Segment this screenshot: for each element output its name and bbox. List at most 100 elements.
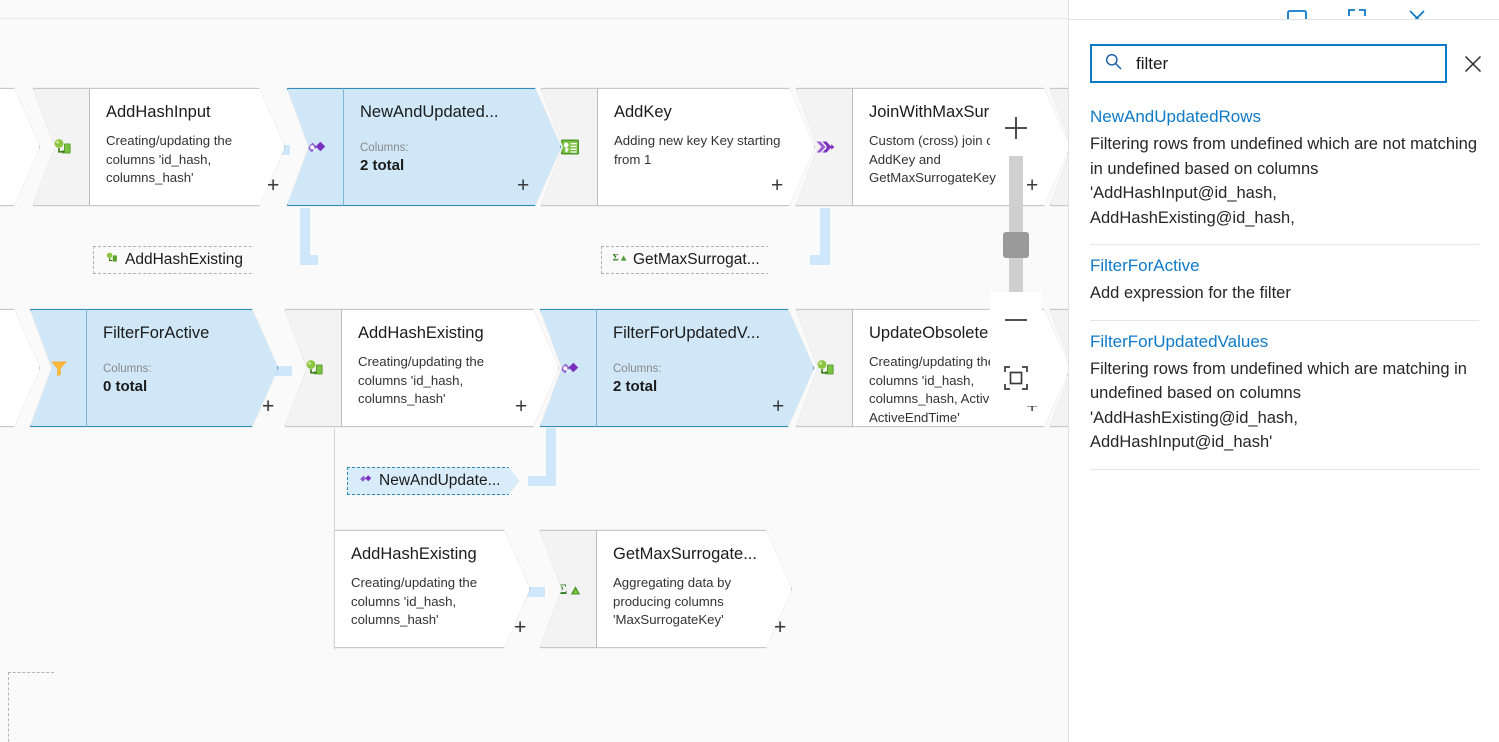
fit-to-screen-button[interactable]: [990, 350, 1042, 406]
node-description: Creating/updating the columns 'id_hash, …: [869, 354, 1001, 425]
close-window-icon[interactable]: [1406, 7, 1428, 19]
join-icon: [796, 88, 852, 206]
node-partial-left-row2[interactable]: [0, 309, 40, 427]
node-description: Creating/updating the columns 'id_hash, …: [358, 354, 485, 406]
node-body-cell: AddHashExisting Creating/updating the co…: [341, 309, 559, 427]
branch-guide-line: [334, 428, 335, 650]
close-search-button[interactable]: [1459, 50, 1487, 78]
search-row: [1069, 44, 1499, 83]
node-partial-right-row1[interactable]: [1050, 88, 1068, 206]
expand-icon[interactable]: [1346, 7, 1368, 19]
node-description: Creating/updating the columns 'id_hash, …: [106, 133, 233, 185]
node-body-cell: FilterForUpdatedV... Columns: 2 total: [596, 309, 814, 427]
node-partial-right-row2[interactable]: [1050, 309, 1068, 427]
node-filter-for-updated-values[interactable]: FilterForUpdatedV... Columns: 2 total +: [540, 309, 814, 427]
node-add-hash-existing[interactable]: AddHashExisting Creating/updating the co…: [285, 309, 559, 427]
columns-label: Columns:: [103, 363, 152, 375]
surrogate-key-icon: [541, 88, 597, 206]
node-add-hash-existing-2[interactable]: AddHashExisting Creating/updating the co…: [334, 530, 530, 648]
node-get-max-surrogate-key[interactable]: Σ GetMaxSurrogate... Aggregating data by…: [540, 530, 792, 648]
filter-icon: [30, 309, 86, 427]
derived-column-icon: [796, 309, 852, 427]
node-description: Aggregating data by producing columns 'M…: [613, 575, 732, 627]
connector-elbow-c-h: [528, 476, 556, 486]
add-node-handle[interactable]: +: [517, 174, 530, 197]
ref-pill-new-and-updated[interactable]: NewAndUpdate...: [347, 467, 520, 495]
plus-icon: [1005, 117, 1027, 139]
node-title: FilterForUpdatedV...: [613, 324, 761, 342]
node-icon-cell: [1050, 88, 1068, 206]
add-node-handle[interactable]: +: [515, 395, 528, 418]
canvas-dashed-placeholder: [8, 672, 54, 742]
node-add-key[interactable]: AddKey Adding new key Key starting from …: [541, 88, 815, 206]
search-result-description: Add expression for the filter: [1090, 284, 1291, 302]
node-update-obsolete[interactable]: UpdateObsolete Creating/updating the col…: [796, 309, 1068, 427]
connector-elbow-c-v: [546, 428, 556, 484]
columns-label: Columns:: [613, 363, 662, 375]
svg-text:Σ: Σ: [613, 254, 619, 264]
add-node-handle[interactable]: +: [772, 395, 785, 418]
node-description: Custom (cross) join on AddKey and GetMax…: [869, 133, 1001, 185]
node-title: AddHashExisting: [351, 545, 477, 563]
node-title: JoinWithMaxSurr...: [869, 103, 1008, 121]
panel-topbar: [1069, 0, 1499, 20]
ref-pill-label: GetMaxSurrogat...: [633, 251, 760, 268]
ref-pill-label: NewAndUpdate...: [379, 472, 501, 489]
node-body-cell: NewAndUpdated... Columns: 2 total: [343, 88, 561, 206]
search-result-item[interactable]: NewAndUpdatedRows Filtering rows from un…: [1090, 96, 1479, 245]
search-results-list: NewAndUpdatedRows Filtering rows from un…: [1090, 96, 1479, 470]
columns-count: 0 total: [103, 378, 148, 395]
add-node-handle[interactable]: +: [262, 395, 275, 418]
fit-to-screen-icon: [1004, 366, 1028, 390]
node-add-hash-input[interactable]: AddHashInput Creating/updating the colum…: [33, 88, 285, 206]
search-result-description: Filtering rows from undefined which are …: [1090, 135, 1478, 227]
search-result-item[interactable]: FilterForActive Add expression for the f…: [1090, 245, 1479, 321]
node-title: FilterForActive: [103, 324, 210, 342]
node-title: NewAndUpdated...: [360, 103, 499, 121]
aggregate-icon: Σ: [540, 530, 596, 648]
exists-icon: [287, 88, 343, 206]
connector-elbow-b-v: [820, 208, 830, 263]
canvas-top-divider: [0, 18, 1068, 19]
columns-label: Columns:: [360, 142, 409, 154]
minus-icon: [1005, 319, 1027, 321]
node-title: AddHashInput: [106, 103, 211, 121]
ref-pill-add-hash-existing[interactable]: AddHashExisting: [93, 246, 262, 274]
node-description: Adding new key Key starting from 1: [614, 133, 781, 167]
zoom-slider-track[interactable]: [1009, 140, 1023, 310]
node-partial-left-row1[interactable]: [0, 88, 40, 206]
exists-icon: [540, 309, 596, 427]
derived-column-icon: [104, 250, 119, 270]
ref-pill-get-max-surrogate[interactable]: Σ GetMaxSurrogat...: [601, 246, 779, 274]
window-icon[interactable]: [1286, 7, 1308, 19]
node-body-cell: AddHashExisting Creating/updating the co…: [334, 530, 530, 648]
columns-count: 2 total: [360, 157, 405, 174]
add-node-handle[interactable]: +: [771, 174, 784, 197]
add-node-handle[interactable]: +: [774, 616, 787, 639]
data-flow-canvas[interactable]: AddHashInput Creating/updating the colum…: [0, 0, 1068, 742]
node-new-and-updated-rows[interactable]: NewAndUpdated... Columns: 2 total +: [287, 88, 561, 206]
derived-column-icon: [285, 309, 341, 427]
add-node-handle[interactable]: +: [514, 616, 527, 639]
zoom-slider-thumb[interactable]: [1003, 232, 1029, 258]
node-body-cell: AddHashInput Creating/updating the colum…: [89, 88, 285, 206]
search-result-title[interactable]: NewAndUpdatedRows: [1090, 107, 1262, 126]
search-result-item[interactable]: FilterForUpdatedValues Filtering rows fr…: [1090, 321, 1479, 470]
search-input[interactable]: [1134, 52, 1424, 75]
search-result-title[interactable]: FilterForUpdatedValues: [1090, 331, 1269, 351]
search-box[interactable]: [1090, 44, 1447, 83]
node-description: Creating/updating the columns 'id_hash, …: [351, 575, 478, 627]
search-result-title[interactable]: FilterForActive: [1090, 256, 1200, 275]
svg-text:Σ: Σ: [557, 582, 567, 598]
node-filter-for-active[interactable]: FilterForActive Columns: 0 total +: [30, 309, 278, 427]
node-body-cell: AddKey Adding new key Key starting from …: [597, 88, 815, 206]
zoom-out-button[interactable]: [990, 292, 1042, 348]
node-title: UpdateObsolete: [869, 324, 989, 342]
zoom-in-button[interactable]: [990, 100, 1042, 156]
add-node-handle[interactable]: +: [1026, 174, 1039, 197]
node-title: AddKey: [614, 103, 672, 121]
add-node-handle[interactable]: +: [267, 174, 280, 197]
columns-count: 2 total: [613, 378, 658, 395]
node-title: GetMaxSurrogate...: [613, 545, 757, 563]
